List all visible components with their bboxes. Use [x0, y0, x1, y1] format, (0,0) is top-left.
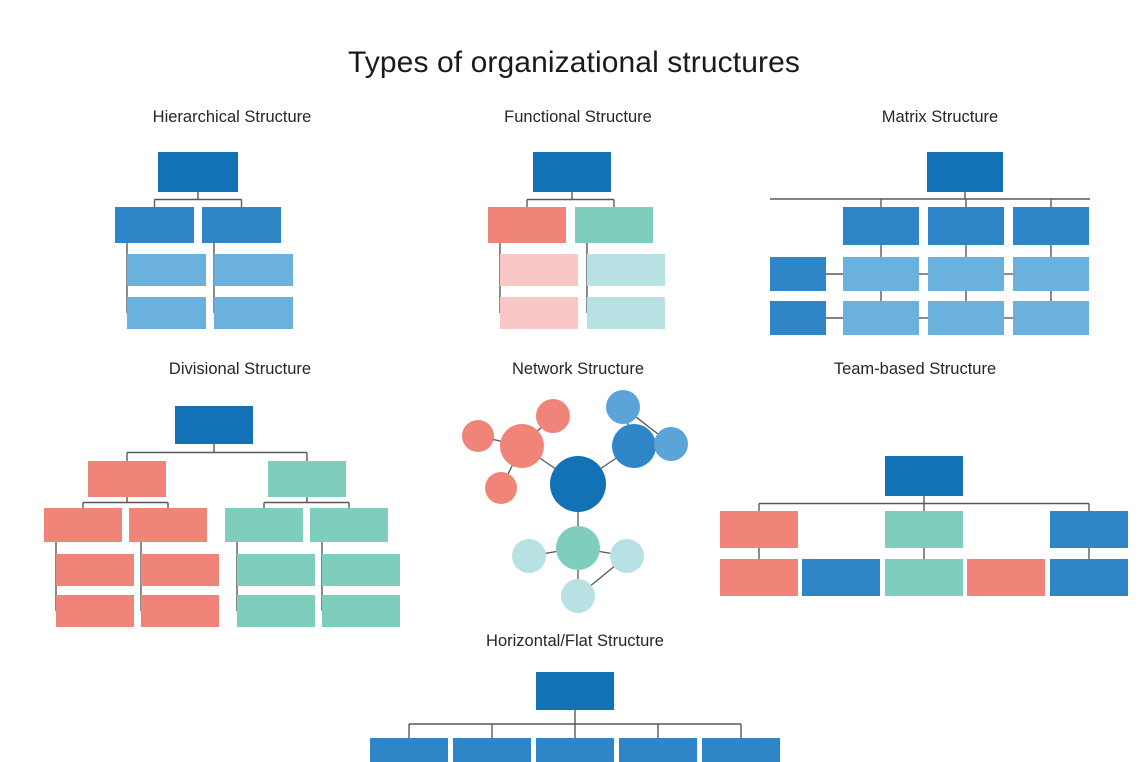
diagram-title-matrix: Matrix Structure	[881, 108, 999, 126]
network-node-sat-blue-1[interactable]	[606, 390, 640, 424]
node-team-based-mem-4[interactable]	[967, 559, 1045, 596]
matrix-node-root[interactable]	[927, 152, 1003, 192]
node-team-based-mem-3[interactable]	[885, 559, 963, 596]
matrix-node-cell-1-2[interactable]	[928, 257, 1004, 291]
matrix-node-col-1[interactable]	[843, 207, 919, 245]
node-divisional-leaf-b1b[interactable]	[237, 595, 315, 627]
node-divisional-div-b-2[interactable]	[310, 508, 388, 542]
network-node-hub-salmon[interactable]	[500, 424, 544, 468]
diagram-panel-team-based: Team-based Structure	[710, 360, 1128, 596]
node-divisional-leaf-a1b[interactable]	[56, 595, 134, 627]
matrix-node-cell-2-1[interactable]	[843, 301, 919, 335]
node-divisional-div-a-2[interactable]	[129, 508, 207, 542]
node-functional-l2-a2[interactable]	[500, 297, 578, 329]
node-team-based-mem-2[interactable]	[802, 559, 880, 596]
diagram-canvas-team-based	[720, 456, 1128, 596]
diagram-panel-horizontal-flat: Horizontal/Flat Structure	[345, 632, 805, 762]
node-team-based-team-b[interactable]	[885, 511, 963, 548]
node-divisional-leaf-a2a[interactable]	[141, 554, 219, 586]
node-divisional-leaf-b1a[interactable]	[237, 554, 315, 586]
node-hierarchical-l2-a1[interactable]	[127, 254, 206, 286]
network-node-sat-salmon-3[interactable]	[485, 472, 517, 504]
node-horizontal-flat-unit-4[interactable]	[619, 738, 697, 762]
node-functional-root[interactable]	[533, 152, 611, 192]
node-functional-l2-b1[interactable]	[587, 254, 665, 286]
network-node-sat-teal-2[interactable]	[610, 539, 644, 573]
diagram-panel-hierarchical: Hierarchical Structure	[82, 108, 382, 338]
diagram-title-functional: Functional Structure	[504, 108, 652, 126]
diagram-title-hierarchical: Hierarchical Structure	[152, 108, 312, 126]
node-functional-l1-b[interactable]	[575, 207, 653, 243]
node-hierarchical-l1-b[interactable]	[202, 207, 281, 243]
node-divisional-leaf-a2b[interactable]	[141, 595, 219, 627]
node-horizontal-flat-unit-5[interactable]	[702, 738, 780, 762]
diagram-canvas-matrix	[770, 152, 1090, 335]
diagram-title-network: Network Structure	[511, 360, 645, 378]
node-team-based-root[interactable]	[885, 456, 963, 496]
diagram-title-team-based: Team-based Structure	[833, 360, 997, 378]
network-node-hub-center[interactable]	[550, 456, 606, 512]
node-hierarchical-l2-b2[interactable]	[214, 297, 293, 329]
node-hierarchical-l2-b1[interactable]	[214, 254, 293, 286]
diagram-canvas-functional	[488, 152, 665, 329]
diagram-panel-divisional: Divisional Structure	[35, 360, 445, 627]
node-divisional-leaf-b2b[interactable]	[322, 595, 400, 627]
node-team-based-team-c[interactable]	[1050, 511, 1128, 548]
node-functional-l2-b2[interactable]	[587, 297, 665, 329]
node-team-based-mem-5[interactable]	[1050, 559, 1128, 596]
diagram-canvas-hierarchical	[115, 152, 293, 329]
matrix-node-row-2[interactable]	[770, 301, 826, 335]
node-horizontal-flat-unit-1[interactable]	[370, 738, 448, 762]
diagram-panel-matrix: Matrix Structure	[770, 108, 1110, 338]
node-divisional-div-b[interactable]	[268, 461, 346, 497]
network-node-sat-salmon-2[interactable]	[536, 399, 570, 433]
matrix-node-cell-2-2[interactable]	[928, 301, 1004, 335]
node-horizontal-flat-unit-3[interactable]	[536, 738, 614, 762]
page-title: Types of organizational structures	[348, 46, 800, 80]
diagram-canvas-horizontal-flat	[370, 672, 780, 762]
matrix-node-cell-1-1[interactable]	[843, 257, 919, 291]
matrix-node-row-1[interactable]	[770, 257, 826, 291]
network-node-sat-salmon-1[interactable]	[462, 420, 494, 452]
matrix-node-cell-2-3[interactable]	[1013, 301, 1089, 335]
node-horizontal-flat-root[interactable]	[536, 672, 614, 710]
node-hierarchical-l2-a2[interactable]	[127, 297, 206, 329]
matrix-node-col-2[interactable]	[928, 207, 1004, 245]
matrix-node-cell-1-3[interactable]	[1013, 257, 1089, 291]
diagram-title-divisional: Divisional Structure	[168, 360, 312, 378]
node-divisional-leaf-b2a[interactable]	[322, 554, 400, 586]
node-divisional-div-b-1[interactable]	[225, 508, 303, 542]
network-node-hub-teal[interactable]	[556, 526, 600, 570]
diagram-title-horizontal-flat: Horizontal/Flat Structure	[486, 632, 664, 650]
node-divisional-leaf-a1a[interactable]	[56, 554, 134, 586]
diagram-canvas-divisional	[44, 406, 400, 627]
network-node-hub-blue[interactable]	[612, 424, 656, 468]
node-divisional-div-a-1[interactable]	[44, 508, 122, 542]
node-divisional-div-a[interactable]	[88, 461, 166, 497]
diagram-panel-network: Network Structure	[448, 360, 708, 615]
node-horizontal-flat-unit-2[interactable]	[453, 738, 531, 762]
diagram-canvas-network	[462, 390, 688, 613]
node-functional-l2-a1[interactable]	[500, 254, 578, 286]
node-divisional-root[interactable]	[175, 406, 253, 444]
diagram-panel-functional: Functional Structure	[438, 108, 718, 338]
network-node-sat-blue-2[interactable]	[654, 427, 688, 461]
node-functional-l1-a[interactable]	[488, 207, 566, 243]
node-team-based-mem-1[interactable]	[720, 559, 798, 596]
node-hierarchical-root[interactable]	[158, 152, 238, 192]
network-node-sat-teal-1[interactable]	[512, 539, 546, 573]
matrix-node-col-3[interactable]	[1013, 207, 1089, 245]
node-hierarchical-l1-a[interactable]	[115, 207, 194, 243]
node-team-based-team-a[interactable]	[720, 511, 798, 548]
network-node-sat-teal-3[interactable]	[561, 579, 595, 613]
